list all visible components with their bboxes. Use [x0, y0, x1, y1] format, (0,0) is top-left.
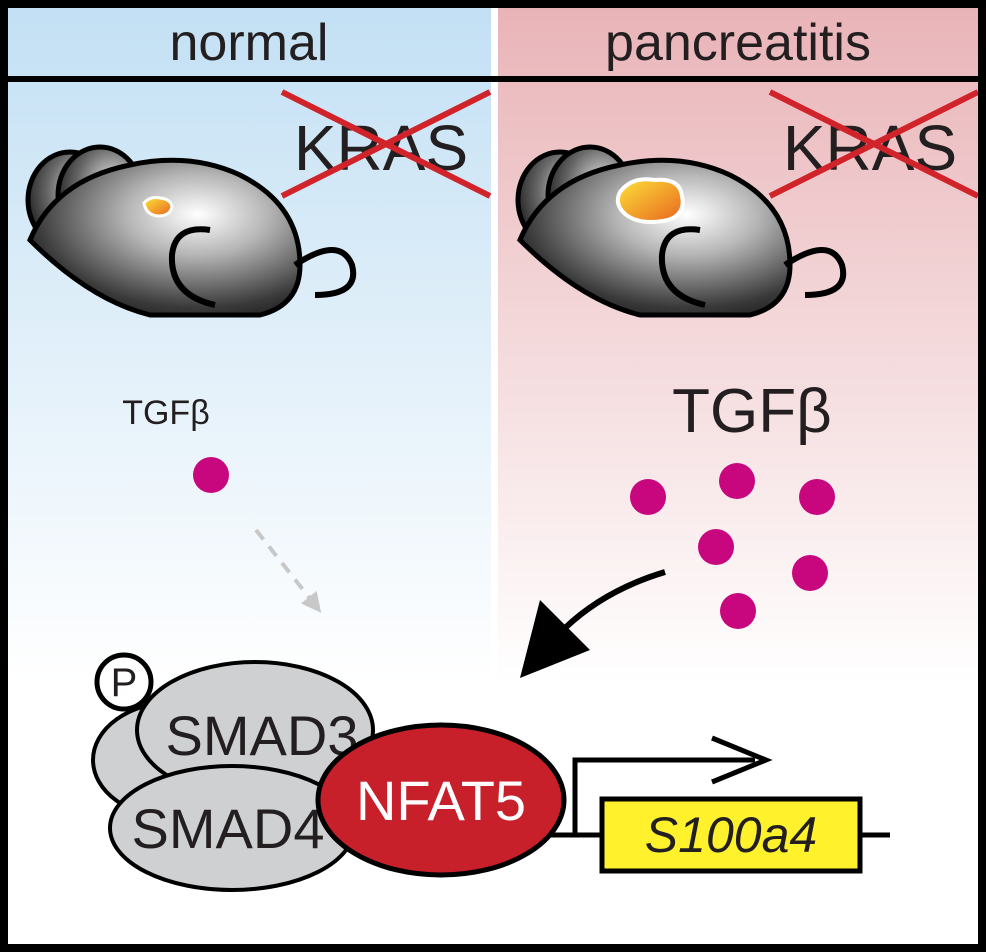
tgfb-dot — [720, 593, 756, 629]
tgfb-label-pancreatitis: TGFβ — [672, 377, 832, 446]
mouse-icon-pancreatitis — [515, 144, 847, 318]
cross-icon-normal — [280, 89, 492, 199]
weak-signal-arrow — [254, 528, 322, 613]
tgfb-dot — [630, 479, 666, 515]
tgfb-dot — [799, 479, 835, 515]
gene-label: S100a4 — [645, 807, 817, 863]
mouse-icon-normal — [25, 144, 357, 318]
phosphate-label: P — [111, 661, 138, 705]
tgfb-dot — [792, 555, 828, 591]
gene-box — [599, 796, 863, 874]
transcription-start-arrow — [572, 757, 755, 835]
tgfb-dot — [698, 529, 734, 565]
transcription-arrowhead — [711, 735, 773, 785]
pancreatitis-header: pancreatitis — [605, 14, 871, 72]
strong-signal-arrow — [562, 569, 666, 631]
pancreas-icon-large — [615, 177, 685, 224]
pancreas-icon-small — [142, 196, 174, 218]
cross-icon-pancreatitis — [768, 89, 980, 199]
tgfb-label-normal: TGFβ — [122, 394, 210, 432]
phosphate-icon — [94, 652, 154, 712]
panel-divider — [491, 8, 498, 648]
nfat5-protein — [315, 722, 567, 878]
nfat5-label: NFAT5 — [356, 769, 526, 832]
strong-signal-arrowhead — [520, 600, 590, 678]
tgfb-dot — [719, 463, 755, 499]
smad3-label: SMAD3 — [166, 704, 359, 767]
tgfb-dot — [193, 457, 229, 493]
smad4-label: SMAD4 — [132, 797, 325, 860]
normal-header: normal — [170, 14, 329, 72]
